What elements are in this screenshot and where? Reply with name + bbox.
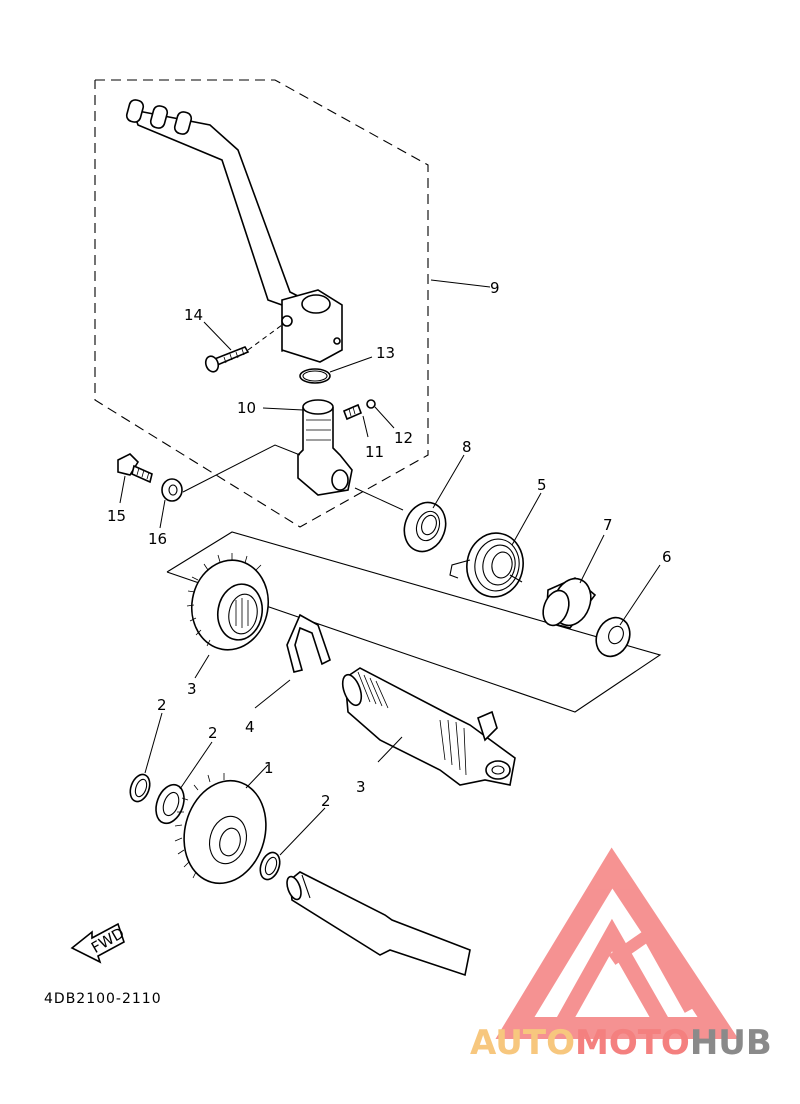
part-labels: 9 14 13 10 11 12 15 16 8 5 7 6 3 4 3 2 2… <box>107 279 672 810</box>
label-part-16: 14 <box>184 306 203 324</box>
circlip-3-right <box>259 851 281 881</box>
o-ring-15-inner <box>302 370 328 382</box>
washer-2 <box>155 783 185 825</box>
kick-crank <box>125 99 343 363</box>
label-part-11: 9 <box>490 279 500 297</box>
watermark-word-auto: AUTO <box>470 1023 575 1063</box>
washer-18 <box>161 444 301 502</box>
logo-triangle-outer <box>495 847 739 1039</box>
label-part-9: 7 <box>603 516 613 534</box>
shaft-assembly-frame <box>166 531 662 713</box>
label-part-10: 8 <box>462 438 472 456</box>
label-part-3-right: 2 <box>321 792 331 810</box>
gear-5 <box>186 553 270 651</box>
drawing-code: 4DB2100-2110 <box>44 991 162 1007</box>
clip-6 <box>286 613 331 673</box>
washer-8 <box>595 616 631 658</box>
lower-shaft <box>286 871 471 977</box>
bolt-16 <box>204 324 283 373</box>
kick-boss-12 <box>297 399 353 496</box>
label-part-17: 15 <box>107 507 126 525</box>
logo-triangle-inner <box>553 918 672 1032</box>
label-part-14: 12 <box>394 429 413 447</box>
watermark-word-moto: MOTO <box>575 1023 690 1063</box>
spring-7 <box>449 532 524 598</box>
assembly-11-boundary <box>94 79 429 528</box>
fwd-arrow-icon: FWD <box>70 922 127 964</box>
logo-m-stroke <box>608 926 696 1013</box>
label-part-12: 10 <box>237 399 256 417</box>
label-part-1: 1 <box>264 759 274 777</box>
label-part-15: 13 <box>376 344 395 362</box>
label-part-2: 2 <box>208 724 218 742</box>
label-part-7: 5 <box>537 476 547 494</box>
oil-seal-10 <box>354 487 447 553</box>
gear-1 <box>174 773 267 885</box>
leader-lines <box>119 279 661 856</box>
label-part-3-left: 2 <box>157 696 167 714</box>
pin-13 <box>342 403 363 421</box>
label-part-4: 3 <box>356 778 366 796</box>
ball-14 <box>366 399 376 409</box>
label-part-5: 3 <box>187 680 197 698</box>
watermark-text: AUTOMOTOHUB <box>470 1023 772 1063</box>
label-part-6: 4 <box>245 718 255 736</box>
bolt-17 <box>117 453 153 484</box>
kick-shaft-4 <box>341 667 516 786</box>
spacer-9 <box>542 577 597 629</box>
label-part-13: 11 <box>365 443 384 461</box>
watermark-word-hub: HUB <box>690 1023 772 1063</box>
label-part-8: 6 <box>662 548 672 566</box>
circlip-3-left <box>129 773 151 803</box>
watermark-logo <box>495 847 739 1039</box>
label-part-18: 16 <box>148 530 167 548</box>
